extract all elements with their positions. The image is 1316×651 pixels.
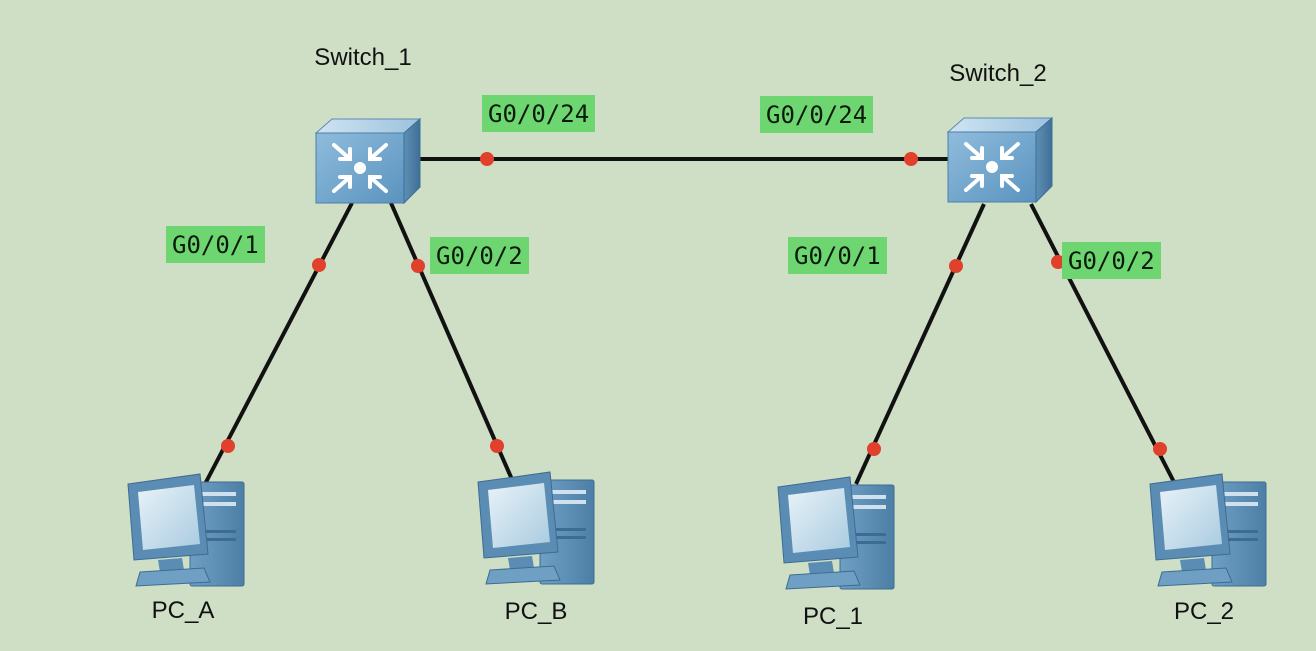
port-label-switch1-g0-0-24: G0/0/24 (482, 95, 596, 132)
port-dot (221, 439, 235, 453)
link-switch1-pc-a[interactable] (203, 202, 354, 485)
pc-icon[interactable] (127, 473, 245, 587)
port-dot (904, 152, 918, 166)
port-label-switch2-g0-0-2: G0/0/2 (1062, 242, 1161, 279)
port-dot (867, 442, 881, 456)
link-switch2-pc-1[interactable] (854, 203, 986, 485)
port-dot (949, 259, 963, 273)
pc-icon[interactable] (777, 476, 895, 590)
port-dot (480, 152, 494, 166)
switch1-label: Switch_1 (314, 44, 412, 71)
port-dot (1153, 442, 1167, 456)
pc-icon[interactable] (477, 471, 595, 585)
port-label-switch2-g0-0-1: G0/0/1 (788, 237, 887, 274)
pc-icon[interactable] (1149, 473, 1267, 587)
port-dots (221, 152, 1167, 456)
port-dot (1051, 255, 1065, 269)
port-dot (411, 259, 425, 273)
pc-b-label: PC_B (504, 598, 568, 625)
switch-icon[interactable] (948, 118, 1052, 202)
link-switch2-pc-2[interactable] (1029, 203, 1177, 485)
port-label-switch1-g0-0-2: G0/0/2 (430, 237, 529, 274)
pc-1-label: PC_1 (802, 603, 864, 630)
port-dot (490, 439, 504, 453)
link-lines (203, 157, 1177, 485)
port-label-switch2-g0-0-24: G0/0/24 (760, 96, 874, 133)
pc-a-label: PC_A (151, 597, 215, 624)
switch-icon[interactable] (316, 119, 420, 203)
pc-2-label: PC_2 (1173, 598, 1235, 625)
port-label-switch1-g0-0-1: G0/0/1 (166, 226, 265, 263)
switch2-label: Switch_2 (949, 60, 1047, 87)
link-switch1-pc-b[interactable] (389, 202, 516, 485)
port-dot (312, 258, 326, 272)
